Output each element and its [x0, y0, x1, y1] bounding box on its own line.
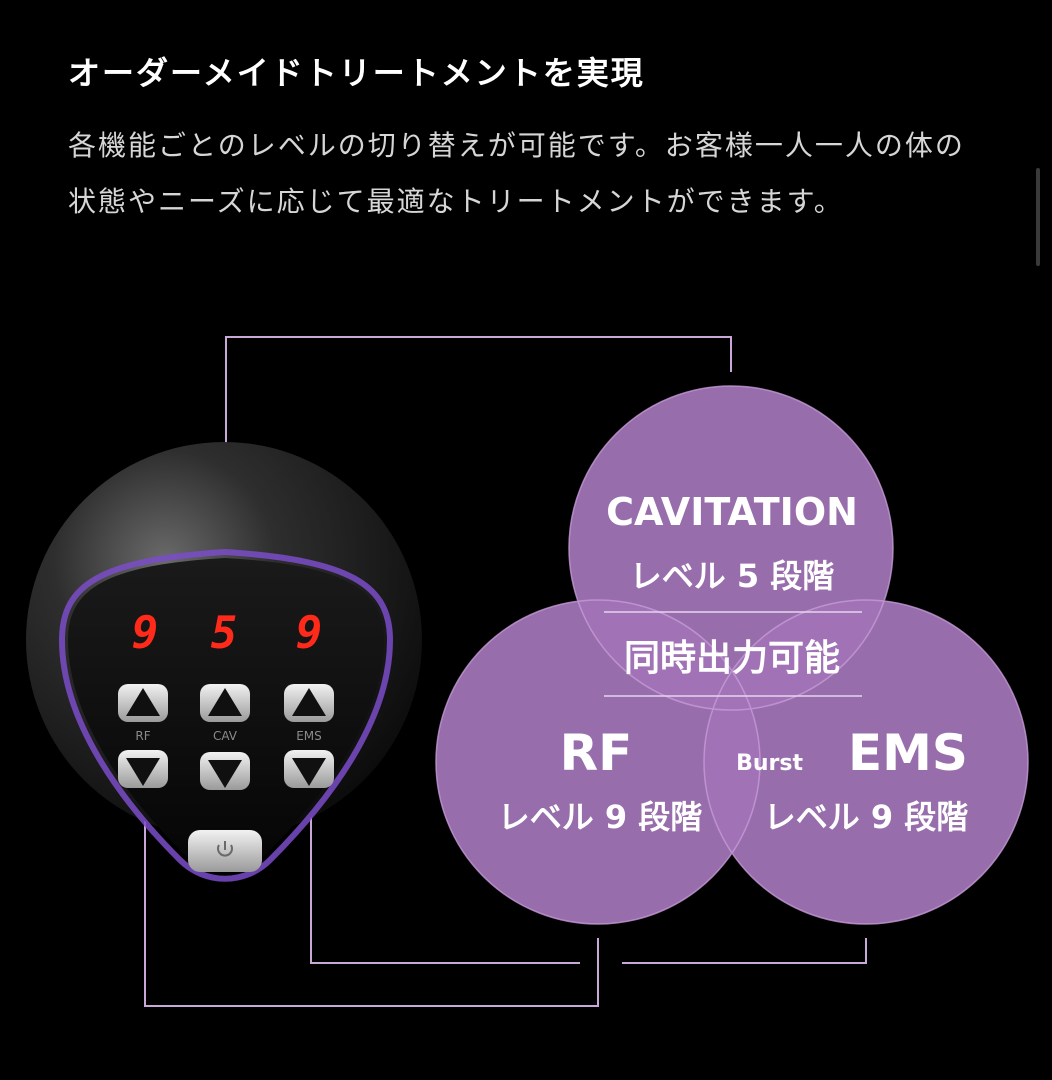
ems-down-button[interactable]: [284, 750, 334, 788]
rf-title: RF: [560, 724, 633, 782]
cavitation-level: レベル 5 段階: [630, 557, 835, 595]
ems-level: レベル 9 段階: [764, 798, 969, 836]
cav-down-button[interactable]: [200, 752, 250, 790]
up-triangle-icon: [208, 688, 242, 716]
ems-prefix: Burst: [736, 751, 803, 776]
up-triangle-icon: [292, 688, 326, 716]
ems-title: EMS: [848, 724, 968, 782]
down-triangle-icon: [126, 758, 160, 786]
simultaneous-output-label: 同時出力可能: [624, 638, 840, 679]
connector-rf-ems: [144, 668, 599, 1007]
button-label-ems: EMS: [296, 729, 322, 743]
venn-diagram: CAVITATION レベル 5 段階 同時出力可能 RF レベル 9 段階 B…: [435, 385, 1029, 925]
display-rf: 9: [132, 608, 159, 659]
circle-ems: [704, 600, 1028, 924]
power-icon: [217, 841, 233, 857]
connector-lines: [144, 336, 867, 1007]
circle-rf: [436, 600, 760, 924]
cav-up-button[interactable]: [200, 684, 250, 722]
up-triangle-icon: [126, 688, 160, 716]
connector-ems-right: [622, 938, 867, 964]
page-description: 各機能ごとのレベルの切り替えが可能です。お客様一人一人の体の状態やニーズに応じて…: [68, 129, 965, 218]
scrollbar[interactable]: [1036, 168, 1040, 266]
button-label-rf: RF: [135, 729, 150, 743]
device: 9 5 9 RF CAV EMS: [26, 442, 422, 882]
rf-down-button[interactable]: [118, 750, 168, 788]
display-ems: 9: [296, 608, 323, 659]
ems-up-button[interactable]: [284, 684, 334, 722]
down-triangle-icon: [208, 760, 242, 788]
button-label-cav: CAV: [213, 729, 238, 743]
device-ring: [58, 548, 394, 882]
rf-level: レベル 9 段階: [498, 798, 703, 836]
display-cav: 5: [211, 608, 238, 659]
down-triangle-icon: [292, 758, 326, 786]
cavitation-title: CAVITATION: [606, 490, 858, 534]
page-heading: オーダーメイドトリートメントを実現: [68, 54, 645, 92]
rf-up-button[interactable]: [118, 684, 168, 722]
power-button[interactable]: [188, 830, 262, 872]
